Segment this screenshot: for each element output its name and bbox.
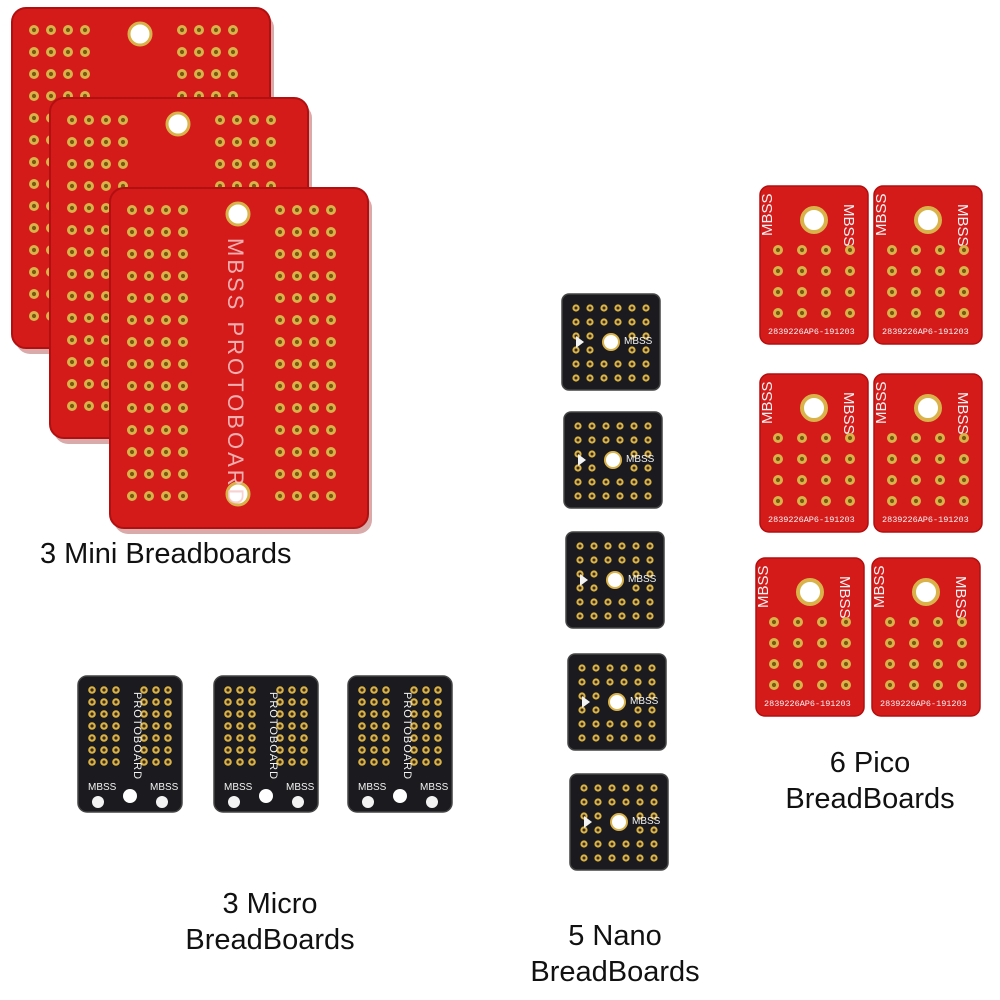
- pico-board-brand: MBSS: [840, 204, 857, 247]
- nano-breadboard: MBSS: [565, 531, 665, 629]
- pico-board-brand: MBSS: [873, 381, 890, 424]
- pico-board-brand: MBSS: [871, 565, 888, 608]
- nano-breadboard: MBSS: [561, 293, 661, 391]
- nano-board-brand: MBSS: [628, 574, 657, 585]
- micro-board-brand: MBSS: [224, 782, 253, 793]
- micro-board-brand: MBSS: [420, 782, 449, 793]
- micro-breadboard: PROTOBOARD MBSS MBSS: [213, 675, 319, 813]
- pico-board-serial: 2839226AP6-191203: [882, 327, 969, 337]
- pico-board-serial: 2839226AP6-191203: [882, 515, 969, 525]
- micro-caption: 3 Micro BreadBoards: [160, 886, 380, 958]
- nano-board-brand: MBSS: [632, 816, 661, 827]
- pico-breadboard: MBSS MBSS 2839226AP6-191203: [755, 557, 865, 717]
- pico-board-brand: MBSS: [873, 193, 890, 236]
- pico-board-brand: MBSS: [952, 576, 969, 619]
- nano-board-brand: MBSS: [630, 696, 659, 707]
- pico-breadboard: MBSS MBSS 2839226AP6-191203: [759, 185, 869, 345]
- nano-caption-line1: 5 Nano: [568, 920, 662, 952]
- micro-board-silkscreen: PROTOBOARD: [267, 692, 279, 780]
- micro-board-brand: MBSS: [88, 782, 117, 793]
- pico-breadboard: MBSS MBSS 2839226AP6-191203: [871, 557, 981, 717]
- mini-breadboard: MBSS PROTOBOARD: [109, 187, 372, 534]
- pico-breadboard: MBSS MBSS 2839226AP6-191203: [873, 185, 983, 345]
- micro-board-silkscreen: PROTOBOARD: [131, 692, 143, 780]
- pico-breadboard: MBSS MBSS 2839226AP6-191203: [873, 373, 983, 533]
- micro-caption-line2: BreadBoards: [185, 924, 355, 956]
- pico-board-serial: 2839226AP6-191203: [768, 515, 855, 525]
- micro-breadboard: PROTOBOARD MBSS MBSS: [347, 675, 453, 813]
- pico-board-brand: MBSS: [954, 392, 971, 435]
- nano-board-brand: MBSS: [624, 336, 653, 347]
- pico-board-brand: MBSS: [954, 204, 971, 247]
- nano-caption: 5 Nano BreadBoards: [510, 918, 720, 990]
- micro-caption-line1: 3 Micro: [222, 888, 318, 920]
- pico-board-serial: 2839226AP6-191203: [764, 699, 851, 709]
- nano-breadboard: MBSS: [569, 773, 669, 871]
- pico-breadboard: MBSS MBSS 2839226AP6-191203: [759, 373, 869, 533]
- pico-board-brand: MBSS: [755, 565, 772, 608]
- nano-breadboard: MBSS: [567, 653, 667, 751]
- pico-caption-line2: BreadBoards: [785, 783, 955, 815]
- micro-board-brand: MBSS: [286, 782, 315, 793]
- pico-caption: 6 Pico BreadBoards: [770, 745, 970, 817]
- mini-caption-text: 3 Mini Breadboards: [40, 538, 292, 570]
- micro-board-brand: MBSS: [150, 782, 179, 793]
- mini-board-silkscreen: MBSS PROTOBOARD: [223, 238, 248, 508]
- pico-board-brand: MBSS: [840, 392, 857, 435]
- nano-breadboard: MBSS: [563, 411, 663, 509]
- nano-caption-line2: BreadBoards: [530, 956, 700, 988]
- pico-board-brand: MBSS: [759, 381, 776, 424]
- pico-board-brand: MBSS: [759, 193, 776, 236]
- pico-board-serial: 2839226AP6-191203: [768, 327, 855, 337]
- pico-board-brand: MBSS: [836, 576, 853, 619]
- micro-breadboard: PROTOBOARD MBSS MBSS: [77, 675, 183, 813]
- nano-board-brand: MBSS: [626, 454, 655, 465]
- pico-caption-line1: 6 Pico: [829, 747, 911, 779]
- pico-board-serial: 2839226AP6-191203: [880, 699, 967, 709]
- micro-board-silkscreen: PROTOBOARD: [401, 692, 413, 780]
- mini-breadboards: MBSS PROTOBOARD: [11, 7, 372, 534]
- nano-breadboards: MBSS MBSS MBSS MBSS MBSS: [561, 293, 669, 871]
- mini-caption: 3 Mini Breadboards: [40, 536, 340, 572]
- micro-board-brand: MBSS: [358, 782, 387, 793]
